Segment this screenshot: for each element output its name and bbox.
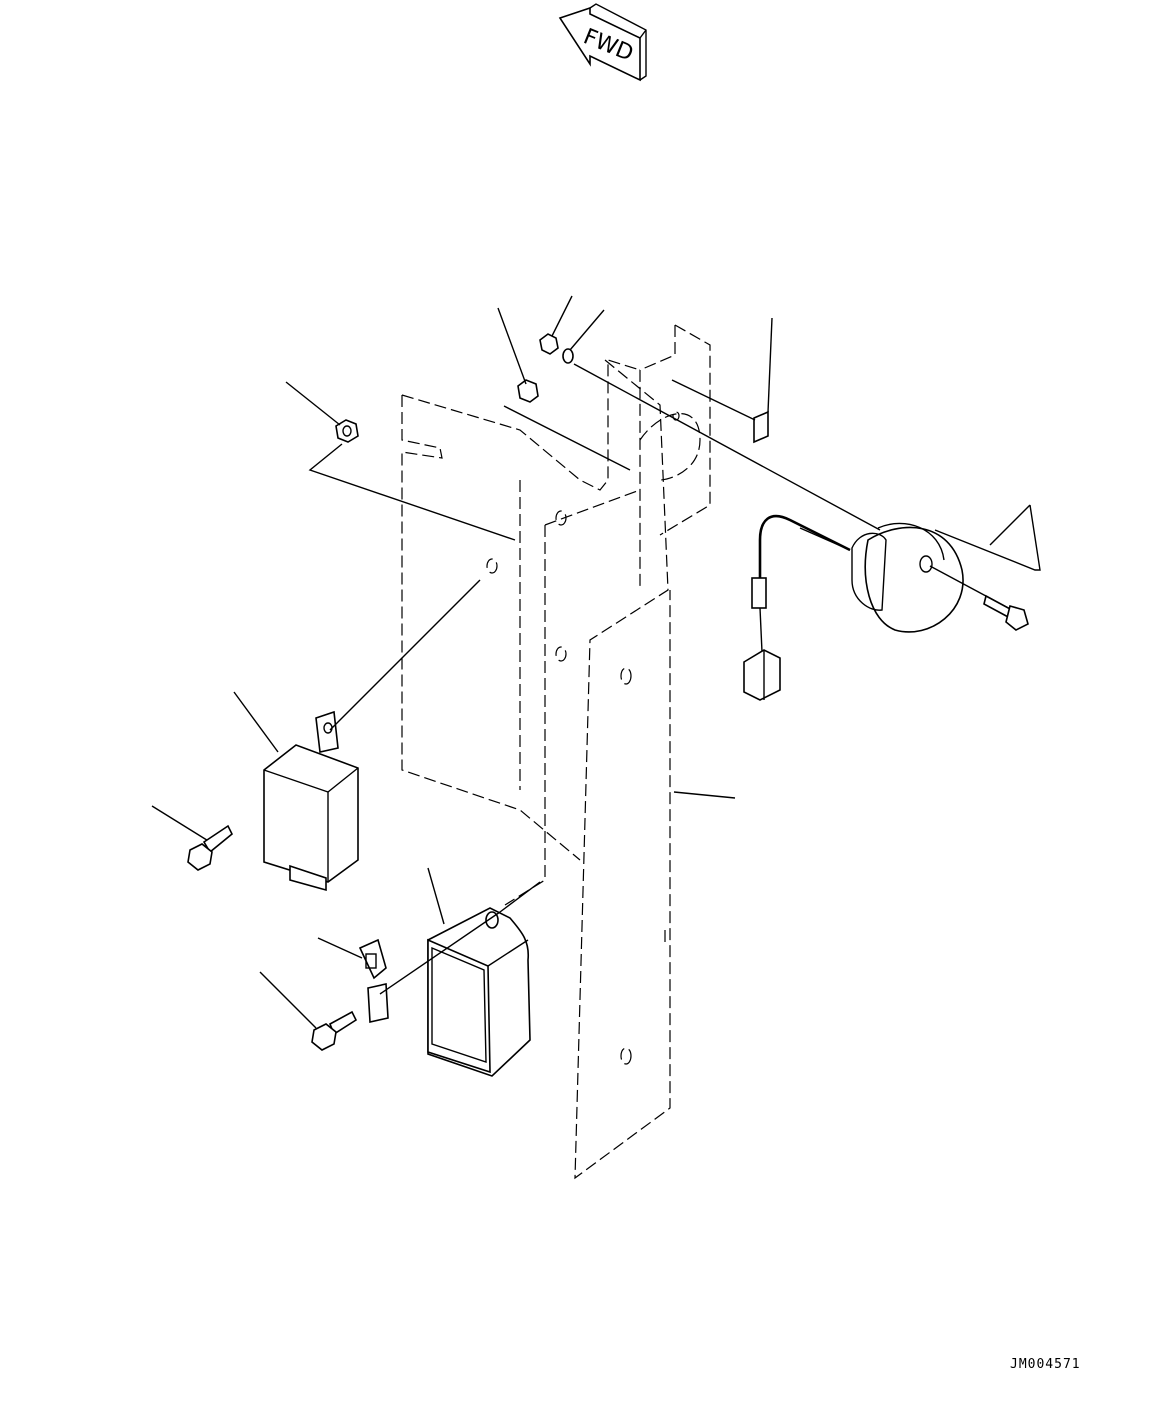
fwd-arrow-icon: FWD (558, 3, 647, 82)
lamp (427, 867, 541, 1077)
horn (743, 504, 1041, 701)
relay-box (233, 579, 481, 892)
nut-left (285, 381, 516, 541)
label-tag (671, 317, 773, 444)
drawing-code: JM004571 (1010, 1357, 1081, 1372)
bracket-plate (401, 359, 641, 906)
plate-leader (673, 791, 736, 799)
lamp-bolt (259, 971, 358, 1051)
clip (317, 911, 501, 1023)
nut-middle (497, 307, 631, 471)
washer (562, 309, 881, 531)
nut-top (539, 295, 573, 355)
mount-plate (574, 324, 711, 1180)
relay-bolt (151, 805, 234, 871)
horn-bolt (929, 565, 1029, 631)
